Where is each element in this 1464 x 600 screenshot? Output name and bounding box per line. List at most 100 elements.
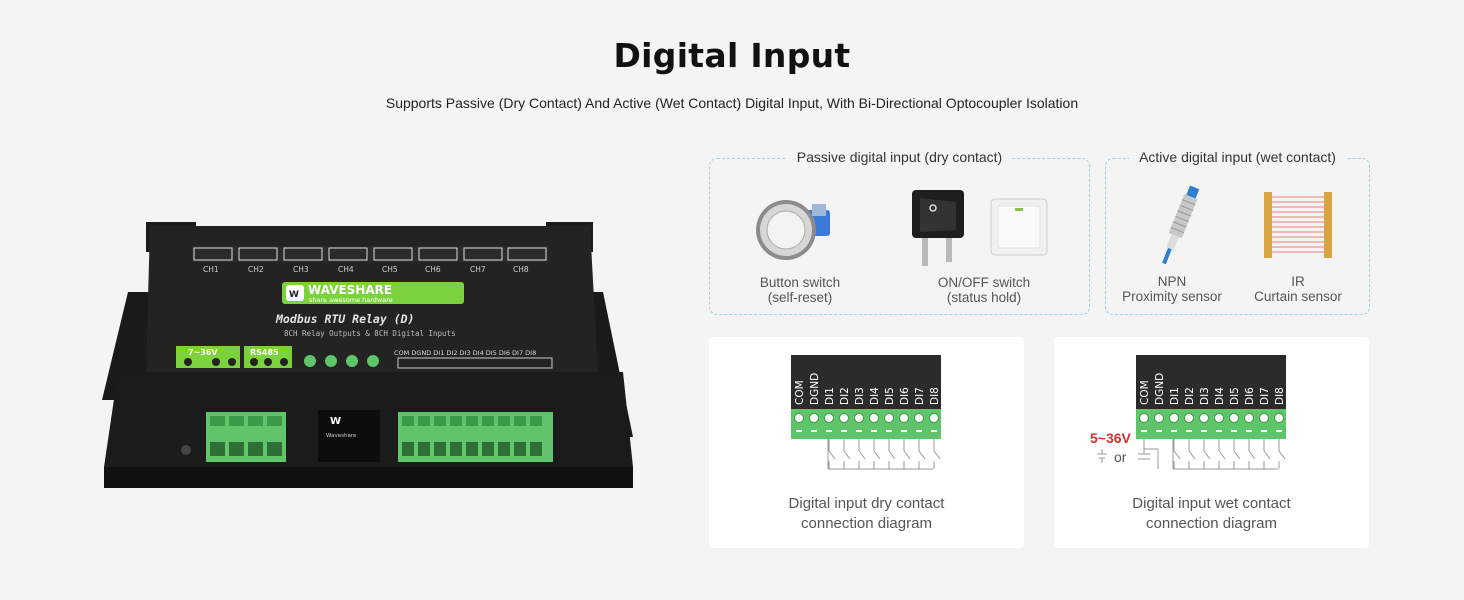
terminal-dash: [1201, 430, 1207, 432]
terminal-screw: [1274, 413, 1284, 423]
terminal-dash: [826, 430, 832, 432]
pin-label: DI8: [929, 387, 941, 405]
terminal-dash: [856, 430, 862, 432]
diagram-caption: Digital input dry contact: [788, 495, 945, 512]
item-sublabel: Proximity sensor: [1122, 289, 1222, 304]
channel-label: CH2: [248, 265, 264, 274]
board-logo-text: Waveshare: [326, 433, 357, 439]
terminal-screw: [1154, 413, 1164, 423]
svg-text:W: W: [289, 290, 299, 300]
brand-tagline: share awesome hardware: [309, 296, 393, 304]
channel-label: CH4: [338, 265, 354, 274]
item-sublabel: (self-reset): [767, 290, 833, 305]
terminal-dash: [811, 430, 817, 432]
terminal-screw: [869, 413, 879, 423]
or-label: or: [1114, 449, 1127, 465]
channel-label: CH5: [382, 265, 398, 274]
rs485-label: RS485: [250, 348, 279, 357]
pin-label: DI3: [1199, 387, 1211, 405]
item-label: NPN: [1157, 274, 1187, 289]
channel-label: CH3: [293, 265, 309, 274]
pin-label: DGND: [1154, 373, 1166, 405]
pin-label: DI4: [869, 387, 881, 405]
terminal-dash: [1186, 430, 1192, 432]
svg-text:W: W: [330, 416, 341, 427]
terminal-screw: [824, 413, 834, 423]
curtain-sensor-icon: [1264, 192, 1332, 258]
pin-label: DI1: [824, 387, 836, 405]
terminal-dash: [1141, 430, 1147, 432]
pin-label: DI4: [1214, 387, 1226, 405]
wall-switch-icon: [990, 198, 1048, 256]
svg-text:COM DGND DI1 DI2 DI3 DI4 DI5 D: COM DGND DI1 DI2 DI3 DI4 DI5 DI6 DI7 DI8: [394, 349, 536, 357]
terminal-dash: [1156, 430, 1162, 432]
pin-label: COM: [1139, 380, 1151, 405]
item-sublabel: (status hold): [946, 290, 1022, 305]
brand-name: WAVESHARE: [308, 283, 392, 297]
proximity-sensor-icon: [1162, 185, 1200, 265]
channel-label: CH1: [203, 265, 219, 274]
terminal-dash: [871, 430, 877, 432]
terminal-screw: [899, 413, 909, 423]
active-input-group: Active digital input (wet contact): [1105, 149, 1370, 315]
pin-label: DI8: [1274, 387, 1286, 405]
passive-group-title: Passive digital input (dry contact): [786, 149, 1013, 165]
device-description: 8CH Relay Outputs & 8CH Digital Inputs: [284, 329, 456, 338]
terminal-screw: [914, 413, 924, 423]
pin-label: DI2: [839, 387, 851, 405]
page-subtitle: Supports Passive (Dry Contact) And Activ…: [385, 95, 1079, 111]
item-label: IR: [1291, 274, 1305, 289]
power-label: 7~36V: [188, 348, 218, 357]
terminal-screw: [1169, 413, 1179, 423]
waveshare-logo-icon: [286, 285, 304, 301]
pin-label: DI1: [1169, 387, 1181, 405]
terminal-screw: [809, 413, 819, 423]
push-button-icon: [756, 200, 830, 260]
terminal-dash: [1171, 430, 1177, 432]
relay-module-image: CH1 CH2 CH3 CH4 CH5 CH6 CH7 CH8 W WAVESH…: [98, 222, 643, 490]
pin-label: DI2: [1184, 387, 1196, 405]
pin-label: DI5: [884, 387, 896, 405]
diagram-caption-line2: connection diagram: [1146, 515, 1277, 532]
rocker-switch-icon: [912, 190, 964, 266]
diagram-caption-line2: connection diagram: [801, 515, 932, 532]
pin-label: DI3: [854, 387, 866, 405]
terminal-screw: [1139, 413, 1149, 423]
terminal-screw: [1199, 413, 1209, 423]
pin-label: DI7: [914, 387, 926, 405]
terminal-screw: [854, 413, 864, 423]
device-model: Modbus RTU Relay (D): [275, 312, 414, 326]
terminal-screw: [1244, 413, 1254, 423]
item-label: ON/OFF switch: [937, 275, 1031, 290]
terminal-dash: [886, 430, 892, 432]
terminal-screw: [1229, 413, 1239, 423]
item-sublabel: Curtain sensor: [1254, 289, 1342, 304]
terminal-dash: [1261, 430, 1267, 432]
active-group-title: Active digital input (wet contact): [1129, 149, 1346, 165]
terminal-screw: [1259, 413, 1269, 423]
pin-label: DI6: [899, 387, 911, 405]
terminal-dash: [1216, 430, 1222, 432]
terminal-dash: [1246, 430, 1252, 432]
terminal-screw: [884, 413, 894, 423]
pin-label: DI7: [1259, 387, 1271, 405]
terminal-screw: [1184, 413, 1194, 423]
terminal-dash: [796, 430, 802, 432]
channel-label: CH6: [425, 265, 441, 274]
diagram-caption: Digital input wet contact: [1132, 495, 1291, 512]
channel-label: CH7: [470, 265, 486, 274]
pin-label: DI6: [1244, 387, 1256, 405]
page-title: Digital Input: [613, 36, 851, 75]
item-label: Button switch: [759, 275, 841, 290]
pin-label: DI5: [1229, 387, 1241, 405]
terminal-dash: [901, 430, 907, 432]
terminal-dash: [916, 430, 922, 432]
terminal-screw: [929, 413, 939, 423]
pin-label: DGND: [809, 373, 821, 405]
terminal-screw: [794, 413, 804, 423]
terminal-dash: [1231, 430, 1237, 432]
